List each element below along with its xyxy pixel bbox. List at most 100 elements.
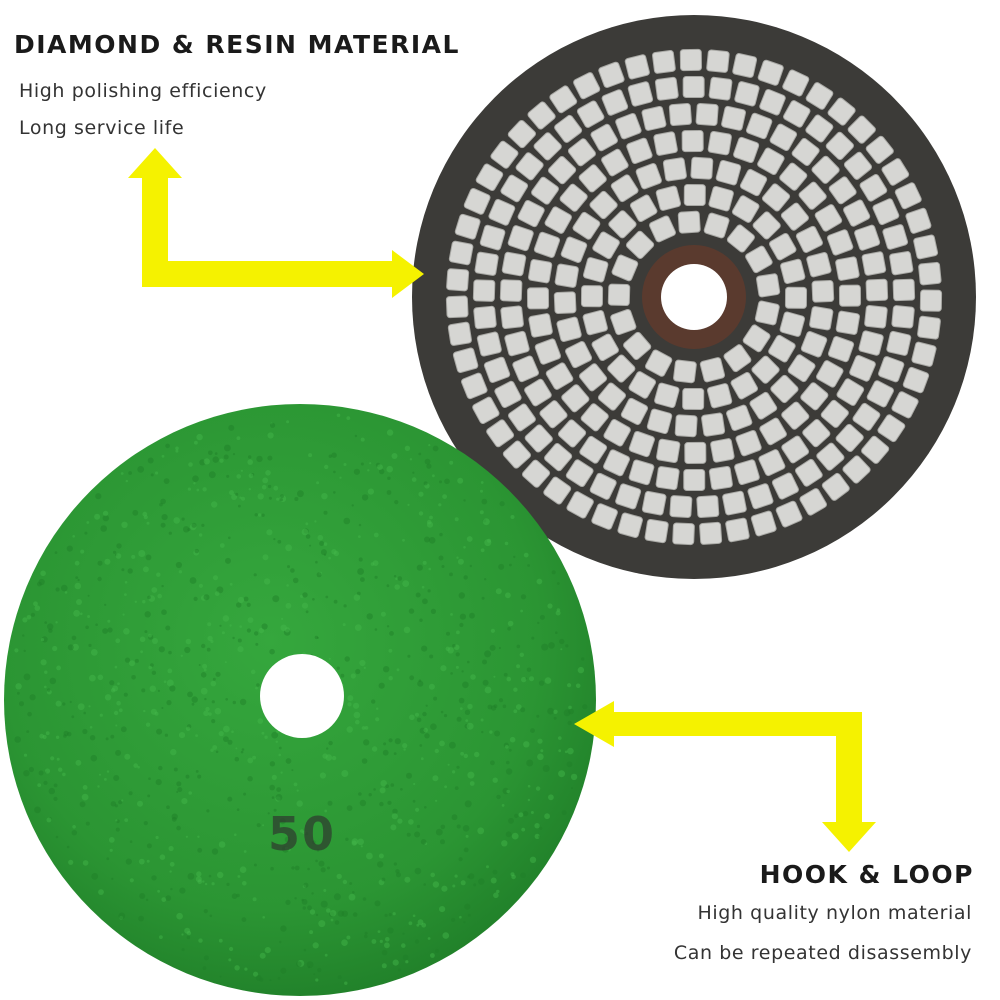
diamond-segment — [799, 488, 827, 516]
fiber-speck — [575, 683, 581, 689]
fiber-speck — [356, 591, 361, 596]
fiber-speck — [80, 549, 85, 554]
fiber-speck — [494, 730, 501, 737]
fiber-speck — [438, 503, 442, 507]
fiber-speck — [430, 872, 436, 878]
fiber-speck — [444, 478, 450, 485]
fiber-speck — [150, 473, 154, 477]
fiber-speck — [125, 858, 132, 865]
diamond-segment — [533, 231, 561, 258]
fiber-speck — [373, 532, 379, 538]
fiber-speck — [426, 463, 432, 469]
fiber-speck — [544, 677, 552, 684]
fiber-speck — [466, 722, 474, 730]
fiber-speck — [138, 915, 145, 922]
diamond-segment — [565, 341, 593, 369]
fiber-speck — [302, 906, 306, 910]
fiber-speck — [421, 922, 427, 928]
fiber-speck — [259, 977, 264, 982]
fiber-speck — [309, 930, 314, 935]
fiber-speck — [271, 731, 279, 739]
diamond-segment — [757, 59, 784, 86]
diamond-segment — [775, 500, 803, 528]
fiber-speck — [407, 503, 410, 506]
fiber-speck — [116, 700, 121, 706]
diamond-segment — [802, 419, 831, 448]
fiber-speck — [144, 611, 151, 618]
diamond-segment — [715, 159, 742, 186]
diamond-segment — [881, 158, 910, 186]
fiber-speck — [228, 424, 235, 431]
fiber-speck — [331, 755, 337, 761]
fiber-speck — [137, 765, 140, 769]
fiber-speck — [219, 543, 225, 548]
fiber-speck — [375, 717, 380, 722]
fiber-speck — [142, 600, 146, 604]
fiber-speck — [156, 728, 163, 735]
fiber-speck — [366, 613, 373, 620]
fiber-speck — [132, 509, 139, 516]
fiber-speck — [34, 806, 41, 814]
fiber-speck — [347, 702, 352, 707]
fiber-speck — [462, 681, 469, 689]
fiber-speck — [366, 852, 373, 860]
fiber-speck — [581, 657, 585, 661]
diamond-segment — [782, 69, 810, 97]
fiber-speck — [267, 484, 272, 489]
fiber-speck — [325, 595, 329, 599]
fiber-speck — [116, 819, 120, 824]
fiber-speck — [115, 724, 118, 727]
fiber-speck — [197, 774, 202, 779]
fiber-speck — [95, 623, 98, 626]
fiber-speck — [187, 873, 195, 880]
fiber-speck — [180, 654, 183, 657]
fiber-speck — [82, 728, 88, 735]
fiber-speck — [531, 636, 535, 640]
diamond-segment — [798, 181, 827, 210]
fiber-speck — [94, 513, 101, 520]
fiber-speck — [320, 867, 326, 873]
fiber-speck — [119, 915, 124, 920]
fiber-speck — [346, 805, 353, 811]
fiber-speck — [277, 539, 282, 544]
fiber-speck — [385, 937, 390, 942]
fiber-speck — [467, 913, 471, 917]
fiber-speck — [351, 504, 354, 507]
fiber-speck — [235, 492, 239, 496]
fiber-speck — [484, 686, 492, 694]
fiber-speck — [451, 917, 456, 923]
fiber-speck — [253, 971, 259, 977]
fiber-speck — [430, 953, 435, 958]
fiber-speck — [279, 498, 283, 502]
fiber-speck — [171, 813, 178, 820]
fiber-speck — [294, 897, 297, 900]
fiber-speck — [456, 556, 459, 559]
fiber-speck — [342, 623, 346, 627]
fiber-speck — [247, 757, 254, 764]
fiber-speck — [239, 625, 242, 628]
fiber-speck — [463, 753, 468, 759]
fiber-speck — [361, 726, 366, 730]
fiber-speck — [210, 680, 217, 687]
fiber-speck — [369, 462, 372, 465]
fiber-speck — [207, 635, 213, 642]
fiber-speck — [537, 738, 543, 744]
fiber-speck — [198, 938, 203, 943]
diamond-segment — [707, 131, 732, 156]
fiber-speck — [402, 580, 410, 587]
top-feature-heading: DIAMOND & RESIN MATERIAL — [14, 30, 460, 59]
fiber-speck — [324, 464, 329, 470]
diamond-segment — [791, 137, 820, 167]
fiber-speck — [478, 878, 485, 885]
fiber-speck — [407, 654, 411, 658]
fiber-speck — [209, 914, 213, 918]
fiber-speck — [46, 689, 52, 695]
fiber-speck — [405, 960, 409, 964]
fiber-speck — [377, 464, 383, 470]
fiber-speck — [456, 765, 460, 769]
fiber-speck — [157, 593, 162, 599]
fiber-speck — [516, 644, 521, 649]
fiber-speck — [534, 833, 540, 840]
fiber-speck — [109, 680, 115, 686]
